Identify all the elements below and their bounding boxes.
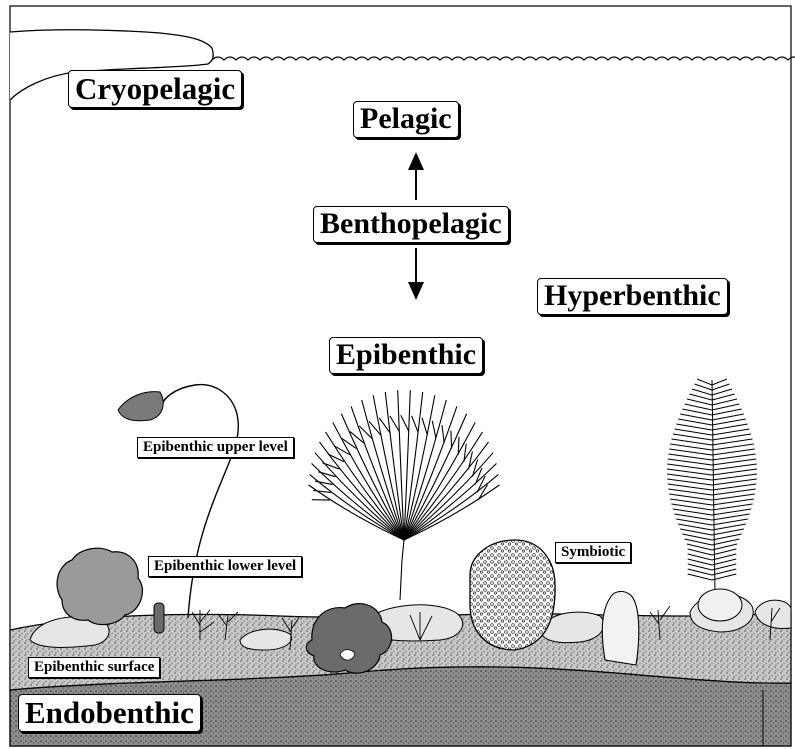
label-benthopelagic: Benthopelagic: [313, 206, 509, 243]
bushy-sponge: [57, 548, 142, 624]
sea-fan-twig: [422, 418, 427, 435]
sea-fan-twig: [412, 416, 419, 433]
sea-pen-base-rock: [698, 589, 742, 621]
label-symbiotic: Symbiotic: [555, 542, 631, 563]
sea-fan-twig: [451, 431, 452, 449]
label-hyperbenthic: Hyperbenthic: [537, 278, 728, 315]
sea-fan-twig: [475, 468, 482, 485]
sea-fan-twig: [401, 415, 409, 431]
label-epibenthic-upper-level: Epibenthic upper level: [137, 437, 294, 458]
sea-fan-twig: [323, 463, 340, 469]
small-column-organism: [154, 603, 164, 633]
label-epibenthic: Epibenthic: [329, 337, 483, 374]
sea-fan-trunk: [400, 540, 404, 600]
sea-fan-twig: [432, 421, 436, 439]
round-sponge: [470, 540, 555, 650]
label-endobenthic: Endobenthic: [18, 694, 201, 732]
symbiotic-organism: [602, 591, 639, 665]
sea-fan-twig: [442, 425, 444, 443]
label-pelagic: Pelagic: [353, 101, 459, 138]
label-cryopelagic: Cryopelagic: [68, 70, 242, 108]
sea-fan-twig: [390, 416, 399, 431]
sea-pen-stalk: [712, 380, 715, 595]
label-epibenthic-surface: Epibenthic surface: [28, 657, 160, 678]
sea-fan-branch: [404, 406, 457, 540]
sea-surface-line: [212, 57, 795, 60]
sea-fan-twig: [313, 491, 331, 493]
sea-pen: [667, 379, 757, 621]
label-epibenthic-lower-level: Epibenthic lower level: [148, 556, 302, 577]
